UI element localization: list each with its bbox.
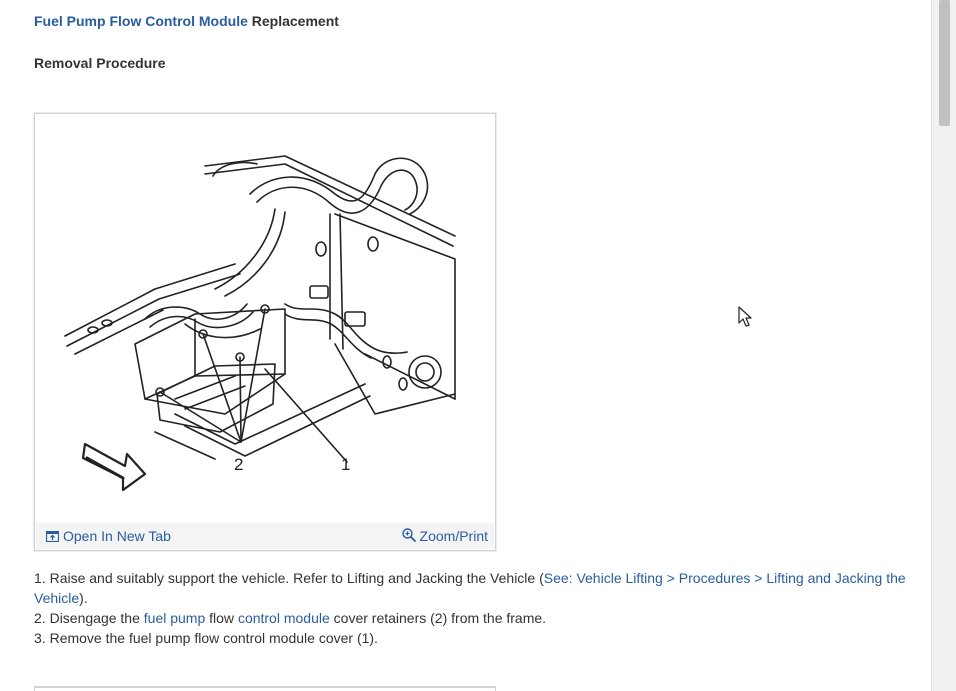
- callout-1: 1: [341, 455, 350, 474]
- page-title: Fuel Pump Flow Control Module Replacemen…: [34, 13, 339, 29]
- section-heading: Removal Procedure: [34, 55, 166, 71]
- procedure-steps: 1. Raise and suitably support the vehicl…: [34, 568, 914, 648]
- mouse-pointer-icon: [738, 306, 752, 327]
- next-figure-frame: [34, 686, 496, 691]
- step-number: 2.: [34, 610, 46, 626]
- open-tab-icon: [46, 531, 59, 542]
- step-text-mid: flow: [205, 610, 238, 626]
- vertical-scrollbar[interactable]: [931, 0, 956, 691]
- control-module-link[interactable]: control module: [237, 610, 330, 626]
- step-number: 3.: [34, 630, 46, 646]
- step-text: Disengage the: [45, 610, 144, 626]
- callout-2: 2: [234, 455, 243, 474]
- step-item: 1. Raise and suitably support the vehicl…: [34, 568, 914, 608]
- step-text: Raise and suitably support the vehicle. …: [45, 570, 544, 586]
- fuel-pump-module-diagram: 2 1: [64, 155, 456, 492]
- open-in-new-tab-label: Open In New Tab: [63, 528, 171, 544]
- step-item: 2. Disengage the fuel pump flow control …: [34, 608, 914, 628]
- step-text: Remove the fuel pump flow control module…: [45, 630, 378, 646]
- step-text-end: cover retainers (2) from the frame.: [329, 610, 547, 626]
- see-vehicle-lifting-link[interactable]: See: Vehicle Lifting > Procedures > Lift…: [34, 570, 906, 606]
- title-suffix: Replacement: [247, 13, 339, 29]
- step-text-end: ).: [79, 590, 88, 606]
- step-number: 1.: [34, 570, 46, 586]
- zoom-print-button[interactable]: Zoom/Print: [401, 528, 488, 544]
- figure-toolbar: Open In New Tab Zoom/Print: [36, 523, 494, 549]
- procedure-figure: 2 1 Open In New Tab Zoom/Print: [34, 113, 496, 551]
- open-in-new-tab-button[interactable]: Open In New Tab: [46, 528, 171, 544]
- fuel-pump-link[interactable]: fuel pump: [143, 610, 206, 626]
- scrollbar-thumb[interactable]: [939, 0, 950, 126]
- step-item: 3. Remove the fuel pump flow control mod…: [34, 628, 914, 648]
- title-link[interactable]: Fuel Pump Flow Control Module: [34, 13, 248, 29]
- zoom-print-label: Zoom/Print: [419, 528, 488, 544]
- zoom-in-icon: [401, 528, 416, 542]
